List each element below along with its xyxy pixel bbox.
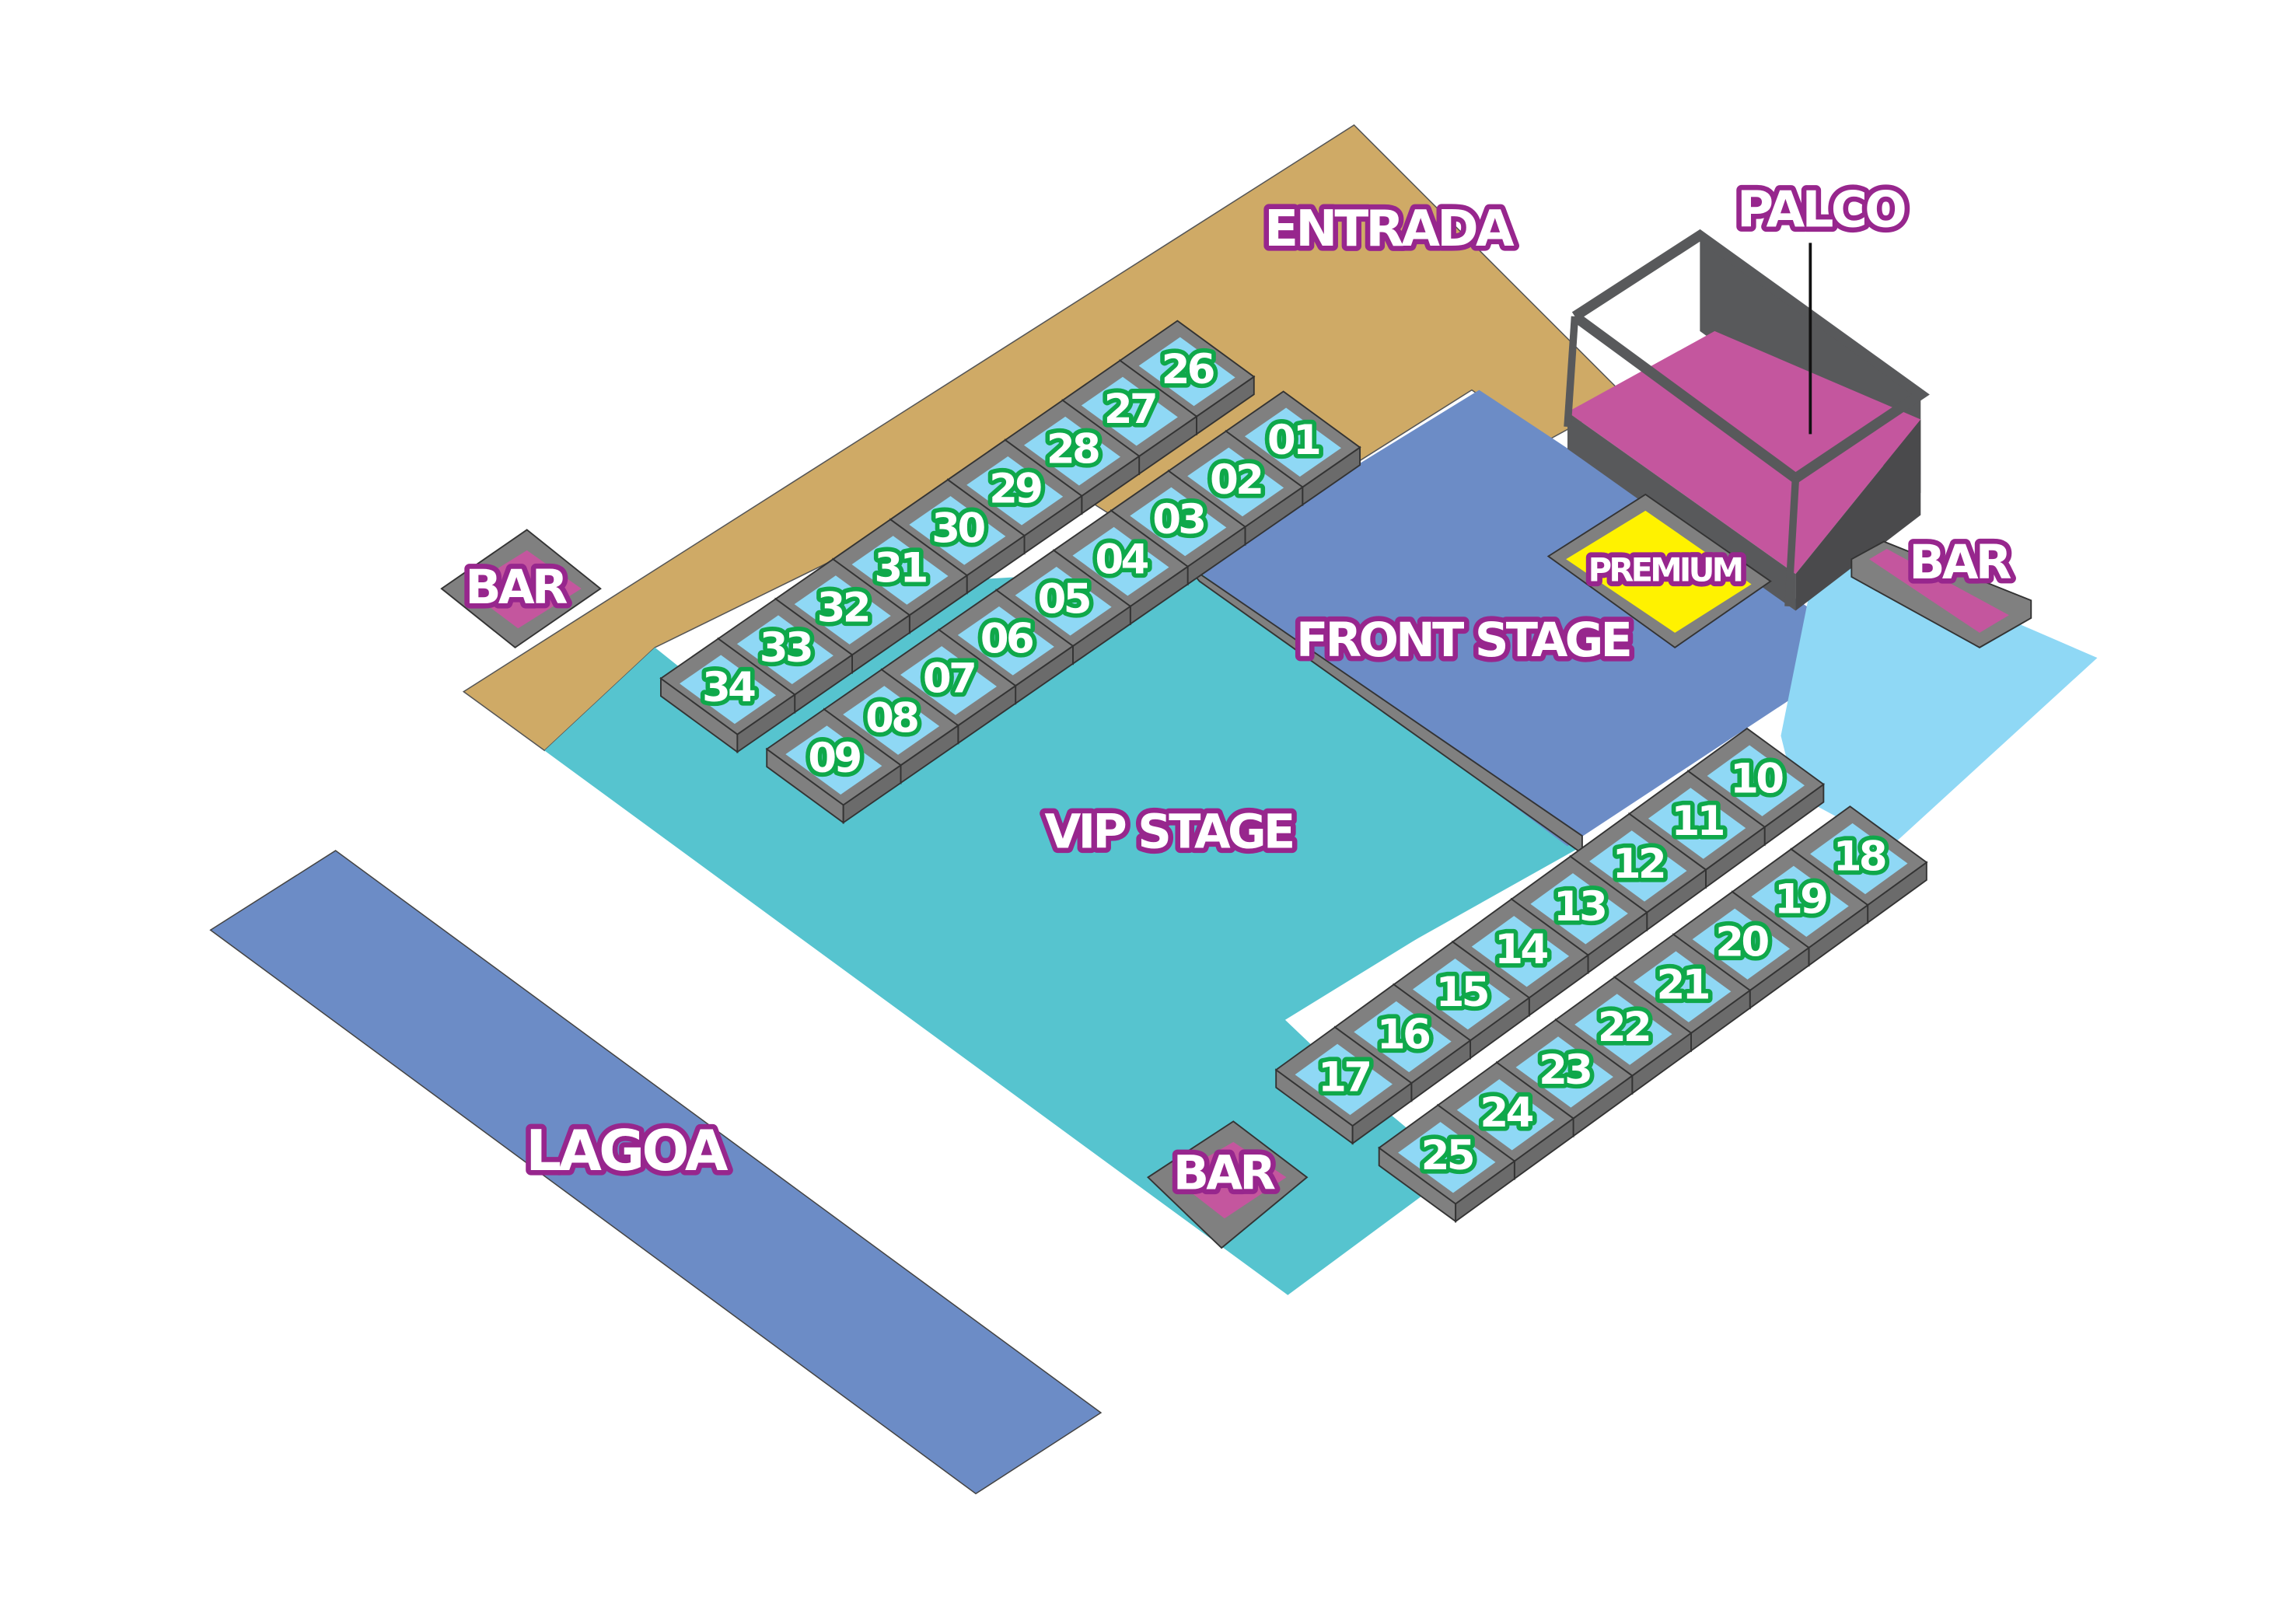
table-number: 05 xyxy=(1038,575,1090,623)
bar-bottom-label: BAR xyxy=(1173,1146,1275,1200)
table-floor xyxy=(1413,958,1511,1030)
entrada-label: ENTRADA xyxy=(1264,200,1515,258)
table-floor xyxy=(851,536,949,605)
premium-box[interactable] xyxy=(1546,493,1772,649)
table-number: 33 xyxy=(760,624,811,672)
table-number: 02 xyxy=(1210,456,1261,504)
table-number: 30 xyxy=(931,505,984,553)
table-floor xyxy=(1589,830,1687,902)
table-number: 26 xyxy=(1162,346,1214,393)
bar-left-label: BAR xyxy=(465,561,567,615)
table-number: 29 xyxy=(989,465,1041,512)
table-17[interactable]: 17 xyxy=(1274,1026,1413,1145)
table-floor xyxy=(1130,487,1227,557)
table-number: 24 xyxy=(1480,1089,1532,1137)
table-floor xyxy=(1456,1079,1555,1151)
premium-label: PREMIUM xyxy=(1588,551,1742,589)
table-16[interactable]: 16 xyxy=(1333,983,1472,1102)
table-floor xyxy=(900,646,998,715)
table-floor xyxy=(1024,416,1121,486)
table-number: 25 xyxy=(1421,1132,1473,1179)
table-number: 23 xyxy=(1539,1046,1590,1094)
table-number: 18 xyxy=(1833,833,1885,881)
table-floor xyxy=(1072,526,1169,596)
walkway-right xyxy=(1781,559,2098,847)
bar-left[interactable] xyxy=(440,529,602,649)
bar-bottom[interactable] xyxy=(1146,1120,1309,1249)
table-number: 22 xyxy=(1598,1004,1649,1051)
table-number: 01 xyxy=(1267,417,1319,464)
table-number: 04 xyxy=(1095,536,1148,583)
table-floor xyxy=(1471,916,1570,987)
table-number: 11 xyxy=(1671,798,1723,845)
table-number: 06 xyxy=(980,615,1033,662)
table-number: 07 xyxy=(923,655,974,703)
table-floor xyxy=(1515,1036,1613,1108)
vip-stage-label: VIP STAGE xyxy=(1045,805,1293,859)
table-number: 21 xyxy=(1657,961,1709,1008)
table-floor xyxy=(736,615,833,684)
table-number: 19 xyxy=(1774,876,1826,924)
table-floor xyxy=(1187,447,1284,517)
table-floor xyxy=(909,496,1006,565)
table-floor xyxy=(1574,994,1672,1065)
table-floor xyxy=(1633,951,1732,1022)
table-34[interactable]: 34 xyxy=(659,638,796,754)
table-floor xyxy=(966,456,1064,526)
table-number: 20 xyxy=(1715,918,1768,966)
table-32[interactable]: 32 xyxy=(774,558,911,674)
table-number: 14 xyxy=(1494,926,1547,973)
table-floor xyxy=(1354,1001,1452,1073)
table-number: 15 xyxy=(1436,969,1488,1016)
palco-structure[interactable] xyxy=(1564,229,1930,611)
table-25[interactable]: 25 xyxy=(1378,1104,1516,1223)
table-number: 09 xyxy=(808,735,860,782)
table-number: 16 xyxy=(1377,1011,1430,1059)
table-floor xyxy=(1648,788,1746,859)
table-number: 17 xyxy=(1318,1054,1369,1102)
table-floor xyxy=(1015,566,1112,636)
table-number: 32 xyxy=(817,585,868,632)
front-stage-area[interactable] xyxy=(1192,390,1870,847)
table-number: 34 xyxy=(702,664,755,711)
table-04[interactable]: 04 xyxy=(1052,509,1190,626)
table-number: 13 xyxy=(1553,883,1605,931)
table-floor xyxy=(957,606,1054,676)
bar-right[interactable] xyxy=(1850,540,2032,648)
table-number: 27 xyxy=(1104,386,1155,433)
table-floor xyxy=(1138,337,1235,407)
table-number: 12 xyxy=(1613,840,1664,888)
table-number: 31 xyxy=(874,545,926,592)
table-number: 28 xyxy=(1047,425,1099,473)
table-floor xyxy=(1707,745,1805,816)
table-floor xyxy=(1295,1043,1393,1116)
table-floor xyxy=(1081,376,1178,446)
table-floor xyxy=(680,655,777,725)
table-floor xyxy=(1244,407,1341,477)
table-09[interactable]: 09 xyxy=(765,708,903,824)
table-floor xyxy=(1692,908,1791,980)
table-floor xyxy=(843,686,940,755)
table-number: 10 xyxy=(1730,755,1783,802)
table-floor xyxy=(785,725,882,795)
lagoa-area[interactable] xyxy=(209,850,1103,1495)
lagoa-label: LAGOA xyxy=(526,1118,729,1183)
table-floor xyxy=(1810,823,1908,895)
table-number: 08 xyxy=(865,695,917,742)
bar-right-label: BAR xyxy=(1909,536,2011,590)
palco-label: PALCO xyxy=(1737,181,1905,239)
table-floor xyxy=(1398,1122,1496,1193)
front-stage-label: FRONT STAGE xyxy=(1296,613,1630,668)
table-number: 03 xyxy=(1152,496,1204,543)
table-floor xyxy=(1530,873,1628,945)
table-floor xyxy=(794,575,891,645)
table-floor xyxy=(1751,865,1849,938)
